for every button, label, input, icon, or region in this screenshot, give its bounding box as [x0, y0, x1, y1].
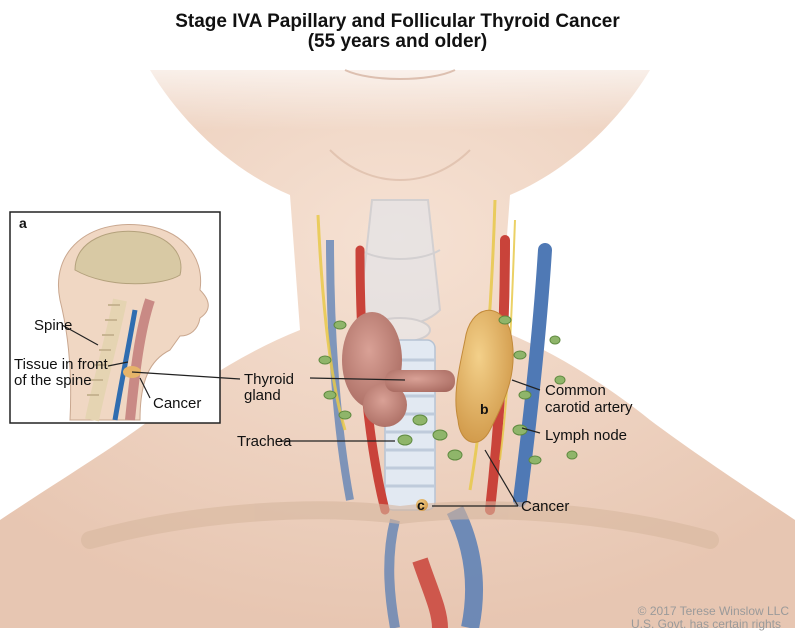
inset-letter-a: a — [19, 215, 27, 231]
label-tissue-line1: Tissue in front — [14, 357, 108, 373]
label-thyroid-line2: gland — [244, 388, 281, 404]
label-carotid-line1: Common — [545, 383, 606, 399]
label-spine: Spine — [34, 318, 72, 334]
diagram-title-line1: Stage IVA Papillary and Follicular Thyro… — [0, 12, 795, 32]
label-carotid-line2: carotid artery — [545, 400, 633, 416]
label-cancer: Cancer — [521, 499, 569, 515]
label-inset-cancer: Cancer — [153, 396, 201, 412]
copyright-line2: U.S. Govt. has certain rights — [631, 618, 781, 630]
marker-c: c — [417, 497, 425, 513]
label-trachea: Trachea — [237, 434, 291, 450]
diagram-title-line2: (55 years and older) — [0, 32, 795, 52]
marker-b: b — [480, 401, 489, 417]
label-tissue-line2: of the spine — [14, 373, 92, 389]
label-lymph-node: Lymph node — [545, 428, 627, 444]
label-thyroid-line1: Thyroid — [244, 372, 294, 388]
copyright-line1: © 2017 Terese Winslow LLC — [638, 605, 789, 617]
